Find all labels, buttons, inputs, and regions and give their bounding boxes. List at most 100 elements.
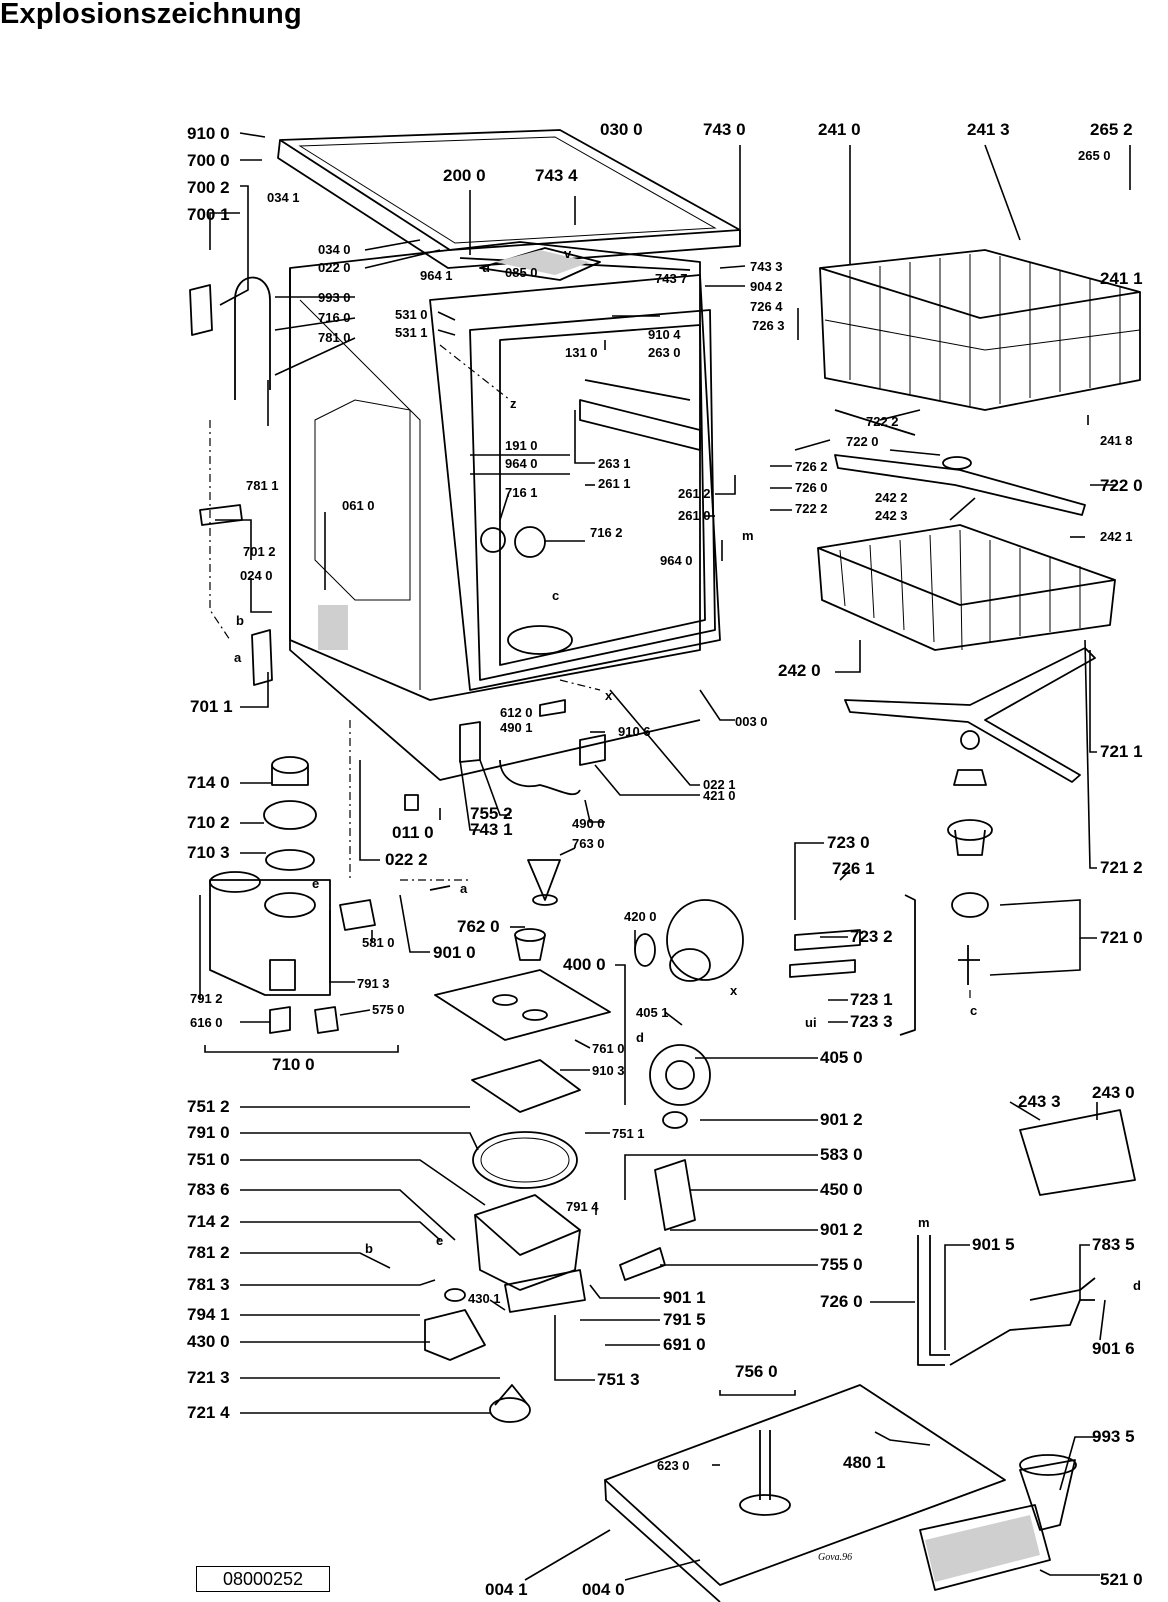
part-label: 261 2: [678, 486, 711, 501]
part-label: 701 2: [243, 544, 276, 559]
part-label: 242 1: [1100, 529, 1133, 544]
part-label: 901 0: [433, 943, 476, 962]
ref-letter: x: [730, 983, 738, 998]
part-label: 791 0: [187, 1123, 230, 1142]
part-label: 901 2: [820, 1220, 863, 1239]
ref-letter: m: [742, 528, 754, 543]
part-label: 022 1: [703, 777, 736, 792]
part-label: 726 0: [795, 480, 828, 495]
part-label: 726 2: [795, 459, 828, 474]
part-label: 901 1: [663, 1288, 706, 1307]
part-label: 242 2: [875, 490, 908, 505]
part-label: 263 1: [598, 456, 631, 471]
part-label: 004 1: [485, 1580, 528, 1599]
part-label: 085 0: [505, 265, 538, 280]
part-label: 726 3: [752, 318, 785, 333]
part-label: 755 2: [470, 804, 513, 823]
part-label: 781 1: [246, 478, 279, 493]
part-label: 241 0: [818, 120, 861, 139]
ref-letter: e: [312, 876, 319, 891]
part-label: 964 0: [660, 553, 693, 568]
part-label: 421 0: [703, 788, 736, 803]
part-label: 490 0: [572, 816, 605, 831]
part-label: 721 1: [1100, 742, 1143, 761]
ref-letter: z: [510, 396, 517, 411]
part-label: 901 5: [972, 1235, 1015, 1254]
part-label: 783 5: [1092, 1235, 1135, 1254]
part-label: 751 3: [597, 1370, 640, 1389]
part-label: 716 0: [318, 310, 351, 325]
part-label: 701 1: [190, 697, 233, 716]
lower-spray-arm: [844, 647, 1096, 985]
part-label: 430 1: [468, 1291, 501, 1306]
part-label: 242 3: [875, 508, 908, 523]
ref-letter: a: [460, 881, 468, 896]
upper-spray-arm: [834, 409, 1086, 516]
part-label: 405 0: [820, 1048, 863, 1067]
part-label: 714 2: [187, 1212, 230, 1231]
part-label: 700 1: [187, 205, 230, 224]
part-label: 241 8: [1100, 433, 1133, 448]
part-label: 716 1: [505, 485, 538, 500]
part-label: 901 6: [1092, 1339, 1135, 1358]
part-label: 721 4: [187, 1403, 230, 1422]
accessories-right: [789, 894, 1136, 1531]
part-label: 420 0: [624, 909, 657, 924]
part-label: 910 3: [592, 1063, 625, 1078]
part-label: 723 2: [850, 927, 893, 946]
ref-letter: x: [605, 688, 613, 703]
ref-letter: a: [234, 650, 242, 665]
part-label: 242 0: [778, 661, 821, 680]
part-number-labels: 910 0 700 0 034 1 700 2 700 1 034 0 022 …: [187, 120, 1143, 1599]
ref-letter: b: [365, 1241, 373, 1256]
part-label: 700 2: [187, 178, 230, 197]
leader-lines: [199, 132, 1131, 1581]
part-label: 024 0: [240, 568, 273, 583]
ref-letter: b: [236, 613, 244, 628]
ref-letter: v: [564, 246, 572, 261]
part-label: 910 6: [618, 724, 651, 739]
part-label: 722 2: [795, 501, 828, 516]
ref-letter: c: [552, 588, 559, 603]
part-label: 623 0: [657, 1458, 690, 1473]
lower-basket: [817, 524, 1116, 651]
part-label: 726 4: [750, 299, 783, 314]
part-label: 061 0: [342, 498, 375, 513]
part-label: 583 0: [820, 1145, 863, 1164]
part-label: 762 0: [457, 917, 500, 936]
part-label: 743 3: [750, 259, 783, 274]
upper-basket: [819, 249, 1141, 411]
part-label: 726 1: [832, 859, 875, 878]
part-label: 723 0: [827, 833, 870, 852]
part-label: 723 3: [850, 1012, 893, 1031]
part-label: 993 5: [1092, 1427, 1135, 1446]
part-label: 241 3: [967, 120, 1010, 139]
part-label: 263 0: [648, 345, 681, 360]
part-label: 755 0: [820, 1255, 863, 1274]
part-label: 964 1: [420, 268, 453, 283]
ref-letter: u: [482, 260, 490, 275]
part-label: 521 0: [1100, 1570, 1143, 1589]
part-label: 265 2: [1090, 120, 1133, 139]
base-plate: [604, 1384, 1051, 1602]
part-label: 910 0: [187, 124, 230, 143]
part-label: 721 0: [1100, 928, 1143, 947]
ref-letter: m: [918, 1215, 930, 1230]
part-label: 721 3: [187, 1368, 230, 1387]
part-label: 131 0: [565, 345, 598, 360]
ref-letter: c: [970, 1003, 977, 1018]
part-label: 710 2: [187, 813, 230, 832]
ref-letter: e: [436, 1233, 443, 1248]
part-label: 722 0: [846, 434, 879, 449]
part-label: 243 3: [1018, 1092, 1061, 1111]
part-label: 716 2: [590, 525, 623, 540]
part-label: 261 1: [598, 476, 631, 491]
part-label: 721 2: [1100, 858, 1143, 877]
part-label: 751 2: [187, 1097, 230, 1116]
part-label: 743 1: [470, 820, 513, 839]
part-label: 726 0: [820, 1292, 863, 1311]
part-label: 400 0: [563, 955, 606, 974]
reference-letters: a b c d e m u v x z ui a b c d e m x: [234, 246, 1141, 1293]
part-label: 781 3: [187, 1275, 230, 1294]
